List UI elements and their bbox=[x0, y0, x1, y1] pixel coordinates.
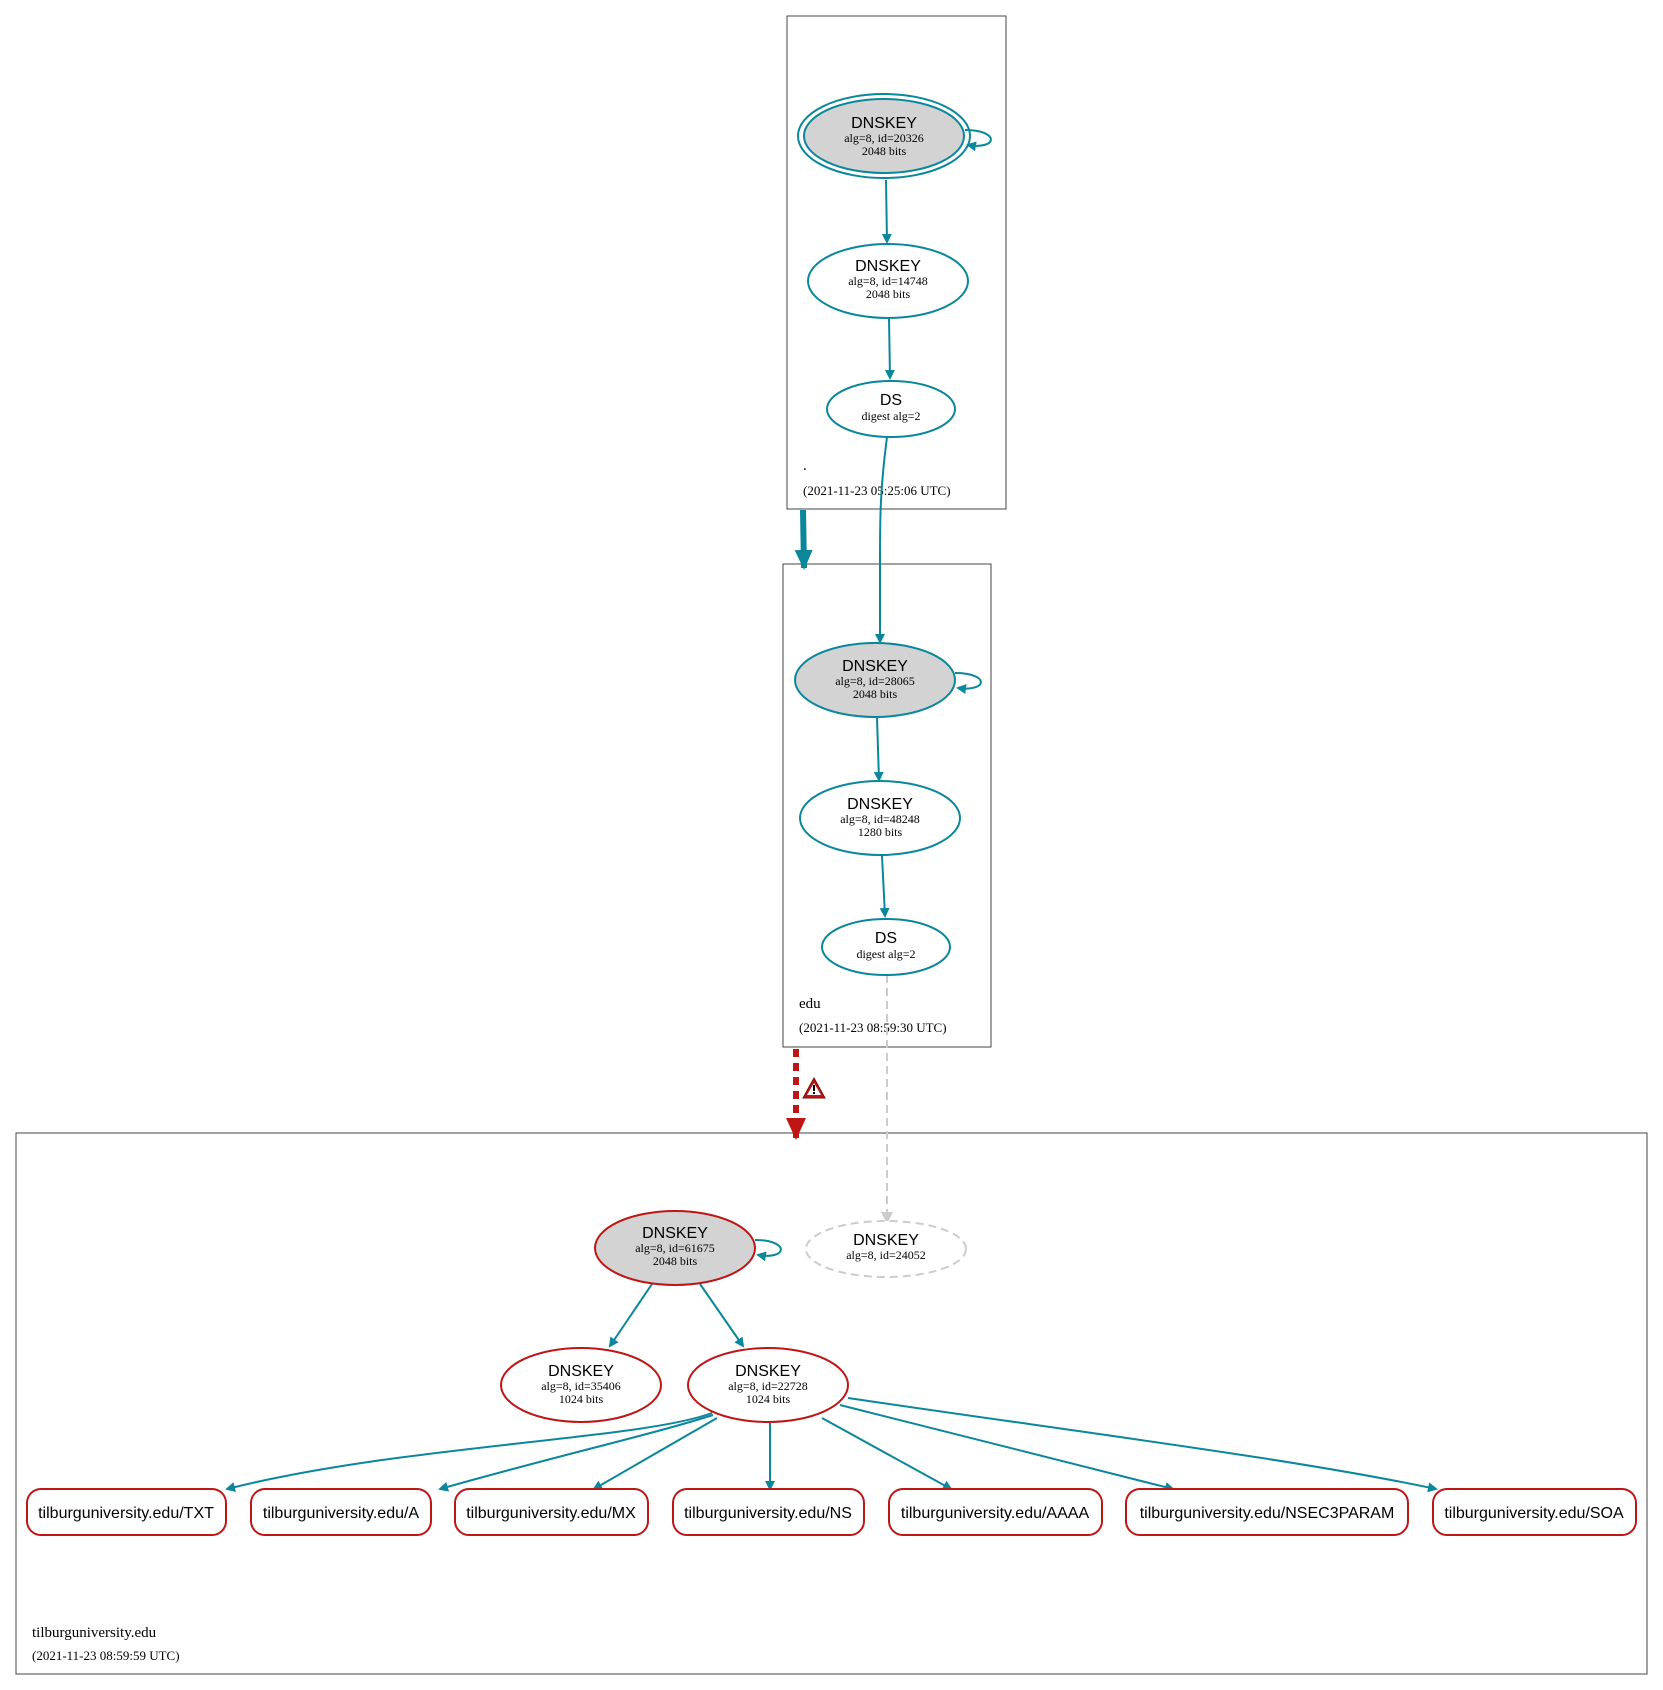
edges bbox=[225, 129, 1438, 1493]
rrset-aaaa-label: tilburguniversity.edu/AAAA bbox=[901, 1505, 1090, 1522]
edge-zsk-aaaa bbox=[821, 1417, 953, 1490]
edge-root-ds-edu-ksk bbox=[875, 436, 888, 644]
edge-tu-ksk-zsk bbox=[699, 1283, 745, 1348]
rrset-nsec3param[interactable]: tilburguniversity.edu/NSEC3PARAM bbox=[1125, 1488, 1409, 1536]
node-root-ksk-bits: 2048 bits bbox=[862, 144, 907, 158]
rrset-a[interactable]: tilburguniversity.edu/A bbox=[250, 1488, 432, 1536]
edge-zsk-nsec3param bbox=[839, 1404, 1175, 1492]
node-root-ksk-title: DNSKEY bbox=[851, 115, 917, 132]
rrset-mx[interactable]: tilburguniversity.edu/MX bbox=[454, 1488, 649, 1536]
node-edu-zsk[interactable]: DNSKEY alg=8, id=48248 1280 bits bbox=[799, 780, 961, 856]
zone-root-box bbox=[786, 15, 1007, 510]
zone-root-label: . bbox=[803, 458, 807, 474]
node-root-ds-title: DS bbox=[880, 392, 902, 409]
zone-tilburguniversity: tilburguniversity.edu (2021-11-23 08:59:… bbox=[15, 1132, 1648, 1675]
zone-root-timestamp: (2021-11-23 05:25:06 UTC) bbox=[803, 483, 951, 498]
node-edu-ds-digest: digest alg=2 bbox=[856, 947, 915, 961]
rrset-nsec3param-label: tilburguniversity.edu/NSEC3PARAM bbox=[1140, 1505, 1395, 1522]
node-edu-zsk-bits: 1280 bits bbox=[858, 825, 903, 839]
warning-triangle-icon bbox=[802, 1076, 826, 1099]
node-root-zsk-bits: 2048 bits bbox=[866, 287, 911, 301]
node-root-ds[interactable]: DS digest alg=2 bbox=[826, 380, 956, 438]
zone-tilburguniversity-label: tilburguniversity.edu bbox=[32, 1625, 157, 1641]
node-root-ds-digest: digest alg=2 bbox=[861, 409, 920, 423]
rrset-txt[interactable]: tilburguniversity.edu/TXT bbox=[26, 1488, 227, 1536]
rrset-aaaa[interactable]: tilburguniversity.edu/AAAA bbox=[888, 1488, 1103, 1536]
zone-tilburguniversity-box bbox=[15, 1132, 1648, 1675]
edge-delegation-root-edu bbox=[794, 509, 813, 570]
node-tu-ksk-id: alg=8, id=61675 bbox=[635, 1241, 715, 1255]
zone-edu-timestamp: (2021-11-23 08:59:30 UTC) bbox=[799, 1020, 947, 1035]
edge-root-zsk-ds bbox=[884, 317, 895, 380]
edge-zsk-mx bbox=[592, 1417, 718, 1490]
node-tu-missing-key-title: DNSKEY bbox=[853, 1232, 919, 1249]
rrset-soa-label: tilburguniversity.edu/SOA bbox=[1444, 1505, 1624, 1522]
node-edu-ksk-id: alg=8, id=28065 bbox=[835, 674, 915, 688]
node-tu-missing-key[interactable]: DNSKEY alg=8, id=24052 bbox=[805, 1220, 967, 1278]
node-tu-ksk-bits: 2048 bits bbox=[653, 1254, 698, 1268]
edge-root-ksk-self bbox=[964, 129, 992, 152]
edge-zsk-txt bbox=[225, 1412, 713, 1492]
rrset-a-label: tilburguniversity.edu/A bbox=[263, 1505, 420, 1522]
zone-tilburguniversity-timestamp: (2021-11-23 08:59:59 UTC) bbox=[32, 1648, 180, 1663]
edge-edu-ksk-zsk bbox=[873, 717, 884, 782]
node-edu-ksk[interactable]: DNSKEY alg=8, id=28065 2048 bits bbox=[794, 642, 956, 718]
node-tu-zsk-bits: 1024 bits bbox=[746, 1392, 791, 1406]
edge-tu-ksk-self bbox=[754, 1239, 782, 1262]
node-edu-ds[interactable]: DS digest alg=2 bbox=[821, 918, 951, 976]
node-root-zsk-id: alg=8, id=14748 bbox=[848, 274, 928, 288]
edge-zsk-soa bbox=[847, 1397, 1438, 1493]
zone-edu-label: edu bbox=[799, 996, 821, 1012]
node-tu-missing-key-id: alg=8, id=24052 bbox=[846, 1248, 926, 1262]
node-edu-ksk-title: DNSKEY bbox=[842, 658, 908, 675]
node-edu-zsk-id: alg=8, id=48248 bbox=[840, 812, 920, 826]
edge-zsk-a bbox=[438, 1414, 714, 1492]
node-tu-key-35406-id: alg=8, id=35406 bbox=[541, 1379, 621, 1393]
zone-root: . (2021-11-23 05:25:06 UTC) bbox=[786, 15, 1007, 510]
node-root-zsk-title: DNSKEY bbox=[855, 258, 921, 275]
node-root-zsk[interactable]: DNSKEY alg=8, id=14748 2048 bits bbox=[807, 243, 969, 319]
node-tu-ksk-title: DNSKEY bbox=[642, 1225, 708, 1242]
node-tu-ksk[interactable]: DNSKEY alg=8, id=61675 2048 bits bbox=[594, 1210, 756, 1286]
rrset-ns[interactable]: tilburguniversity.edu/NS bbox=[672, 1488, 865, 1536]
node-edu-ksk-bits: 2048 bits bbox=[853, 687, 898, 701]
node-tu-zsk-id: alg=8, id=22728 bbox=[728, 1379, 808, 1393]
node-root-ksk-id: alg=8, id=20326 bbox=[844, 131, 924, 145]
rrset-ns-label: tilburguniversity.edu/NS bbox=[684, 1505, 852, 1522]
node-root-ksk[interactable]: DNSKEY alg=8, id=20326 2048 bits bbox=[797, 93, 971, 179]
node-edu-ds-title: DS bbox=[875, 930, 897, 947]
edge-edu-zsk-ds bbox=[879, 855, 890, 918]
node-tu-zsk-title: DNSKEY bbox=[735, 1363, 801, 1380]
edge-root-ksk-zsk bbox=[881, 179, 892, 244]
rrset-txt-label: tilburguniversity.edu/TXT bbox=[38, 1505, 214, 1522]
node-tu-zsk[interactable]: DNSKEY alg=8, id=22728 1024 bits bbox=[687, 1347, 849, 1423]
node-tu-key-35406-title: DNSKEY bbox=[548, 1363, 614, 1380]
node-edu-zsk-title: DNSKEY bbox=[847, 796, 913, 813]
rrset-soa[interactable]: tilburguniversity.edu/SOA bbox=[1432, 1488, 1637, 1536]
edge-tu-ksk-35406 bbox=[608, 1283, 653, 1348]
node-tu-key-35406[interactable]: DNSKEY alg=8, id=35406 1024 bits bbox=[500, 1347, 662, 1423]
edge-edu-ksk-self bbox=[954, 672, 982, 695]
rrset-mx-label: tilburguniversity.edu/MX bbox=[466, 1505, 636, 1522]
node-tu-key-35406-bits: 1024 bits bbox=[559, 1392, 604, 1406]
